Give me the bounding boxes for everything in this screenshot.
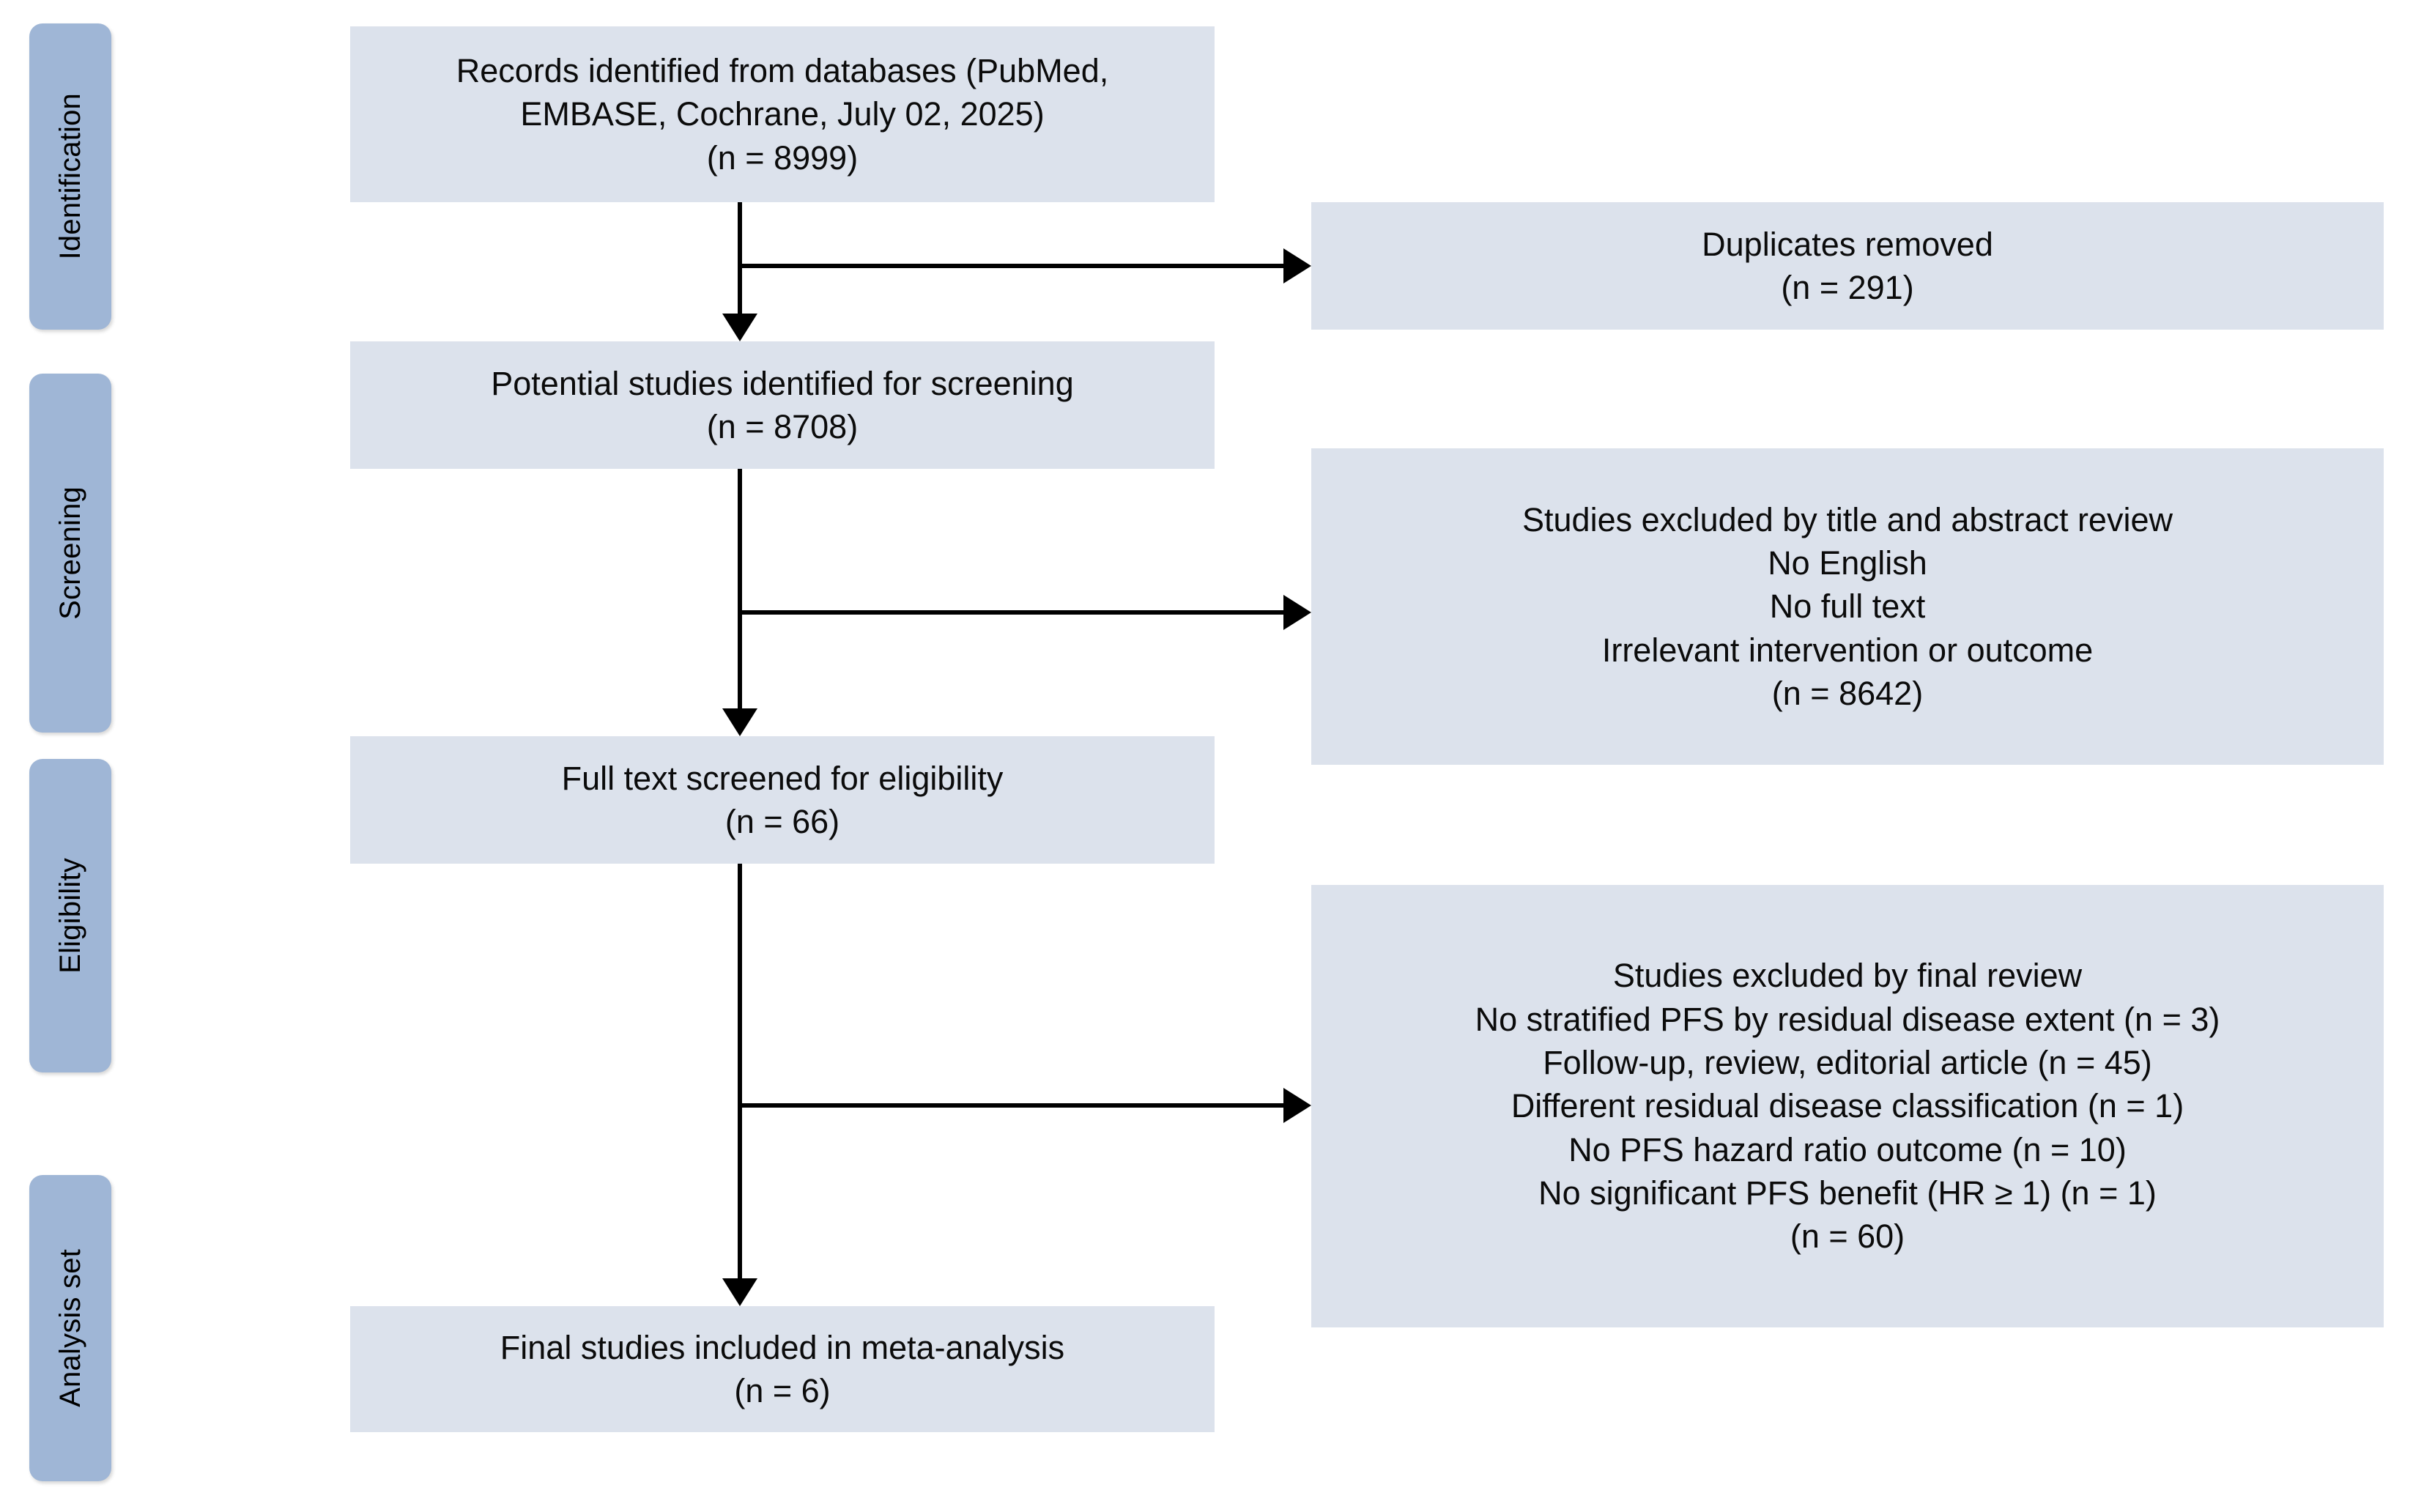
box-duplicates-removed: Duplicates removed (n = 291): [1311, 202, 2384, 330]
box-excluded-title-abstract: Studies excluded by title and abstract r…: [1311, 448, 2384, 765]
box-full-text-screened-line-2: (n = 66): [724, 803, 840, 840]
stage-tab-analysis-set: Analysis set: [29, 1175, 111, 1481]
arrow-down-to-full-text-screened: [722, 708, 757, 736]
stage-tab-eligibility: Eligibility: [29, 759, 111, 1072]
box-records-identified-line-3: (n = 8999): [706, 138, 859, 177]
connector-horizontal-to-excluded-title-abstract: [738, 610, 1283, 615]
connector-vertical-fulltext-to-final: [738, 864, 742, 1278]
arrow-right-to-duplicates: [1283, 248, 1311, 284]
box-excluded-final-review-line-6: No significant PFS benefit (HR ≥ 1) (n =…: [1538, 1174, 2157, 1212]
box-excluded-title-abstract-line-2: No English: [1768, 544, 1927, 582]
stage-tab-screening: Screening: [29, 374, 111, 733]
stage-tab-identification-label: Identification: [53, 93, 86, 260]
box-records-identified-line-1: Records identified from databases (PubMe…: [456, 51, 1109, 89]
stage-tab-screening-label: Screening: [53, 486, 86, 620]
box-final-studies-line-2: (n = 6): [734, 1372, 831, 1409]
box-final-studies: Final studies included in meta-analysis …: [350, 1306, 1215, 1432]
box-potential-studies-line-2: (n = 8708): [706, 408, 859, 445]
stage-tab-analysis-set-label: Analysis set: [53, 1249, 86, 1407]
box-excluded-final-review-line-3: Follow-up, review, editorial article (n …: [1543, 1043, 2152, 1081]
box-excluded-final-review: Studies excluded by final review No stra…: [1311, 885, 2384, 1327]
stage-tab-identification: Identification: [29, 23, 111, 330]
connector-vertical-potential-to-fulltext: [738, 469, 742, 708]
box-excluded-final-review-line-2: No stratified PFS by residual disease ex…: [1475, 1000, 2220, 1038]
arrow-down-to-final-studies: [722, 1278, 757, 1306]
arrow-right-to-excluded-final-review: [1283, 1088, 1311, 1123]
arrow-down-to-potential-studies: [722, 314, 757, 341]
arrow-right-to-excluded-title-abstract: [1283, 595, 1311, 630]
stage-tab-eligibility-label: Eligibility: [53, 858, 86, 974]
box-excluded-final-review-line-5: No PFS hazard ratio outcome (n = 10): [1568, 1130, 2127, 1168]
box-records-identified: Records identified from databases (PubMe…: [350, 26, 1215, 202]
box-duplicates-removed-line-1: Duplicates removed: [1702, 225, 1993, 263]
box-excluded-final-review-line-1: Studies excluded by final review: [1612, 957, 2083, 995]
box-excluded-final-review-line-4: Different residual disease classificatio…: [1511, 1087, 2184, 1125]
box-full-text-screened-line-1: Full text screened for eligibility: [561, 759, 1004, 797]
box-potential-studies: Potential studies identified for screeni…: [350, 341, 1215, 469]
box-excluded-title-abstract-line-3: No full text: [1769, 588, 1926, 626]
box-duplicates-removed-line-2: (n = 291): [1781, 269, 1914, 306]
box-excluded-final-review-line-7: (n = 60): [1790, 1218, 1905, 1256]
connector-horizontal-to-excluded-final-review: [738, 1103, 1283, 1108]
connector-horizontal-to-duplicates: [738, 264, 1283, 268]
box-excluded-title-abstract-line-5: (n = 8642): [1771, 675, 1924, 713]
connector-vertical-records-to-potential: [738, 202, 742, 314]
box-full-text-screened: Full text screened for eligibility (n = …: [350, 736, 1215, 864]
box-records-identified-line-2: EMBASE, Cochrane, July 02, 2025): [520, 95, 1045, 133]
box-final-studies-line-1: Final studies included in meta-analysis: [500, 1328, 1065, 1366]
box-excluded-title-abstract-line-1: Studies excluded by title and abstract r…: [1522, 500, 2173, 538]
box-potential-studies-line-1: Potential studies identified for screeni…: [491, 364, 1074, 402]
box-excluded-title-abstract-line-4: Irrelevant intervention or outcome: [1601, 631, 2094, 669]
